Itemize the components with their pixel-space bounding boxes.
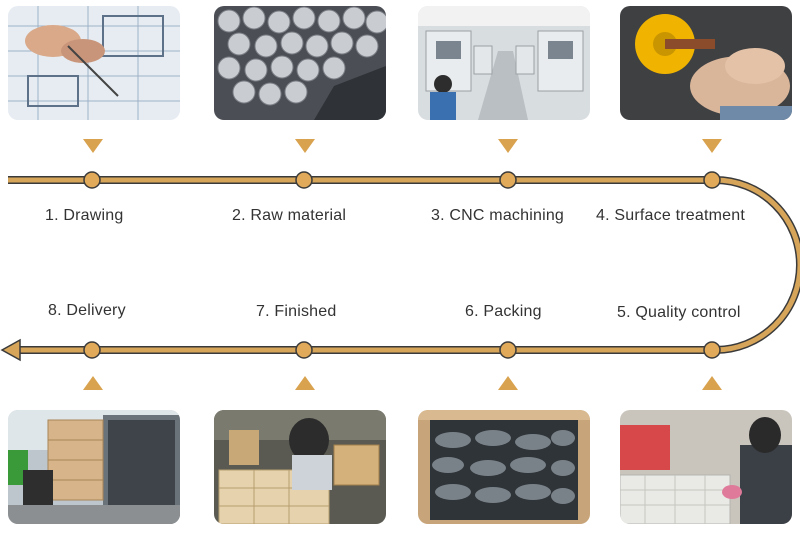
arrow-down-icon <box>498 139 518 153</box>
arrow-up-icon <box>83 376 103 390</box>
step-1-label: 1. Drawing <box>45 207 124 224</box>
arrow-down-icon <box>702 139 722 153</box>
polishing-photo <box>620 6 792 120</box>
step-1-marker <box>83 171 101 189</box>
step-7-label: 7. Finished <box>256 303 337 320</box>
flow-arrowhead-icon <box>0 338 21 362</box>
blueprint-drawing-photo <box>8 6 180 120</box>
arrow-up-icon <box>295 376 315 390</box>
step-2-photo <box>214 6 386 120</box>
packing-box-photo <box>418 410 590 524</box>
step-5-label: 5. Quality control <box>617 304 741 321</box>
step-6-photo <box>418 410 590 524</box>
step-1-photo <box>8 6 180 120</box>
step-5-marker <box>703 341 721 359</box>
step-8-marker <box>83 341 101 359</box>
step-4-photo <box>620 6 792 120</box>
flow-path-outline <box>8 176 800 354</box>
warehouse-boxes-photo <box>214 410 386 524</box>
step-3-marker <box>499 171 517 189</box>
step-8-label: 8. Delivery <box>48 302 126 319</box>
metal-rods-photo <box>214 6 386 120</box>
arrow-down-icon <box>295 139 315 153</box>
step-4-marker <box>703 171 721 189</box>
cnc-workshop-photo <box>418 6 590 120</box>
step-7-photo <box>214 410 386 524</box>
step-8-photo <box>8 410 180 524</box>
inspection-photo <box>620 410 792 524</box>
step-7-marker <box>295 341 313 359</box>
flow-path <box>8 177 800 353</box>
step-5-photo <box>620 410 792 524</box>
step-2-marker <box>295 171 313 189</box>
step-4-label: 4. Surface treatment <box>596 207 745 224</box>
step-3-label: 3. CNC machining <box>431 207 565 224</box>
arrow-up-icon <box>498 376 518 390</box>
step-2-label: 2. Raw material <box>232 207 347 224</box>
step-6-label: 6. Packing <box>465 303 542 320</box>
arrow-down-icon <box>83 139 103 153</box>
arrow-up-icon <box>702 376 722 390</box>
step-6-marker <box>499 341 517 359</box>
step-3-photo <box>418 6 590 120</box>
container-loading-photo <box>8 410 180 524</box>
